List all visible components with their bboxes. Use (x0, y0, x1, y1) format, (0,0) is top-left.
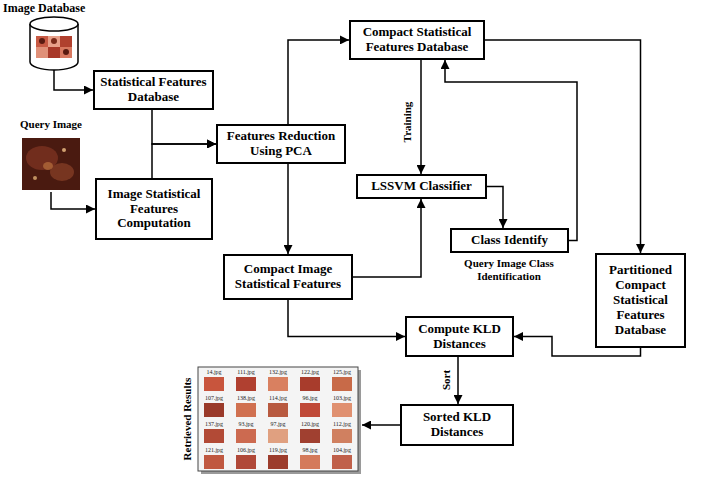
image-name: 107.jpg (205, 395, 223, 401)
node-text: Compute KLD Distances (412, 322, 507, 352)
process-box: Compact Image Statistical Features (223, 254, 353, 300)
process-box: Sorted KLD Distances (400, 404, 514, 446)
results-grid (198, 367, 361, 474)
node-text: Retrieved Results (181, 378, 194, 461)
image-name: 103.jpg (333, 395, 351, 401)
node-text: Sorted KLD Distances (407, 410, 507, 440)
image-name: 138.jpg (237, 395, 255, 401)
flow-arrow (487, 186, 503, 228)
image-name: 114.jpg (269, 395, 287, 401)
image-name: 98.jpg (302, 447, 317, 453)
process-box: Statistical Features Database (93, 70, 214, 110)
database-cylinder (30, 17, 78, 70)
image-name: 125.jpg (333, 369, 351, 375)
flow-arrow (51, 192, 95, 209)
process-box: Partitioned Compact Statistical Features… (595, 253, 686, 348)
process-box: LSSVM Classifier (356, 174, 487, 199)
image-name: 122.jpg (301, 369, 319, 375)
image-name: 14.jpg (206, 369, 221, 375)
image-name: 120.jpg (301, 421, 319, 427)
edge-label: Sort (440, 369, 452, 391)
image-name: 111.jpg (237, 369, 255, 375)
flow-arrow (457, 357, 459, 404)
image-name: 119.jpg (269, 447, 287, 453)
process-box: Class Identify (450, 228, 569, 253)
flow-arrow (287, 164, 289, 254)
results-panel: Retrieved Results (178, 364, 362, 474)
image-name: 121.jpg (205, 447, 223, 453)
node-text: Compact Statistical Features Database (356, 25, 478, 55)
flow-arrow (445, 60, 577, 241)
flow-arrow (485, 40, 641, 253)
flow-arrow (362, 424, 400, 426)
flow-arrow (54, 70, 93, 90)
image-name: 132.jpg (269, 369, 287, 375)
node-text: Compact Image Statistical Features (230, 262, 346, 292)
flow-arrow (288, 300, 405, 337)
node-text: Image Database (3, 2, 95, 16)
note-label: Query Image Class Identification (448, 257, 570, 282)
flow-arrow (152, 144, 216, 178)
process-box: Features Reduction Using PCA (216, 124, 346, 164)
process-box: Image Statistical Features Computation (95, 178, 213, 240)
node-text: Statistical Features Database (100, 75, 207, 105)
edge-label: Training (401, 101, 413, 144)
node-text: Query Image (14, 118, 88, 131)
query-photo (22, 138, 80, 190)
image-name: 106.jpg (237, 447, 255, 453)
node-text: Class Identify (471, 233, 548, 248)
database-icon: Image Database (3, 2, 95, 70)
image-name: 112.jpg (333, 421, 351, 427)
image-name: 104.jpg (333, 447, 351, 453)
node-text: Features Reduction Using PCA (223, 129, 339, 159)
image-name: 93.jpg (238, 421, 253, 427)
node-text: Partitioned Compact Statistical Features… (602, 263, 679, 338)
flow-arrow (288, 40, 349, 124)
image-name: 96.jpg (302, 395, 317, 401)
node-text: LSSVM Classifier (371, 179, 472, 194)
image-name: 97.jpg (270, 421, 285, 427)
process-box: Compute KLD Distances (405, 316, 514, 357)
query-image: Query Image (14, 118, 88, 192)
image-name: 137.jpg (205, 421, 223, 427)
process-box: Compact Statistical Features Database (349, 20, 485, 60)
flow-arrow (353, 199, 421, 277)
flow-arrow (152, 110, 216, 144)
node-text: Image Statistical Features Computation (102, 187, 206, 232)
flow-arrow (420, 60, 422, 174)
